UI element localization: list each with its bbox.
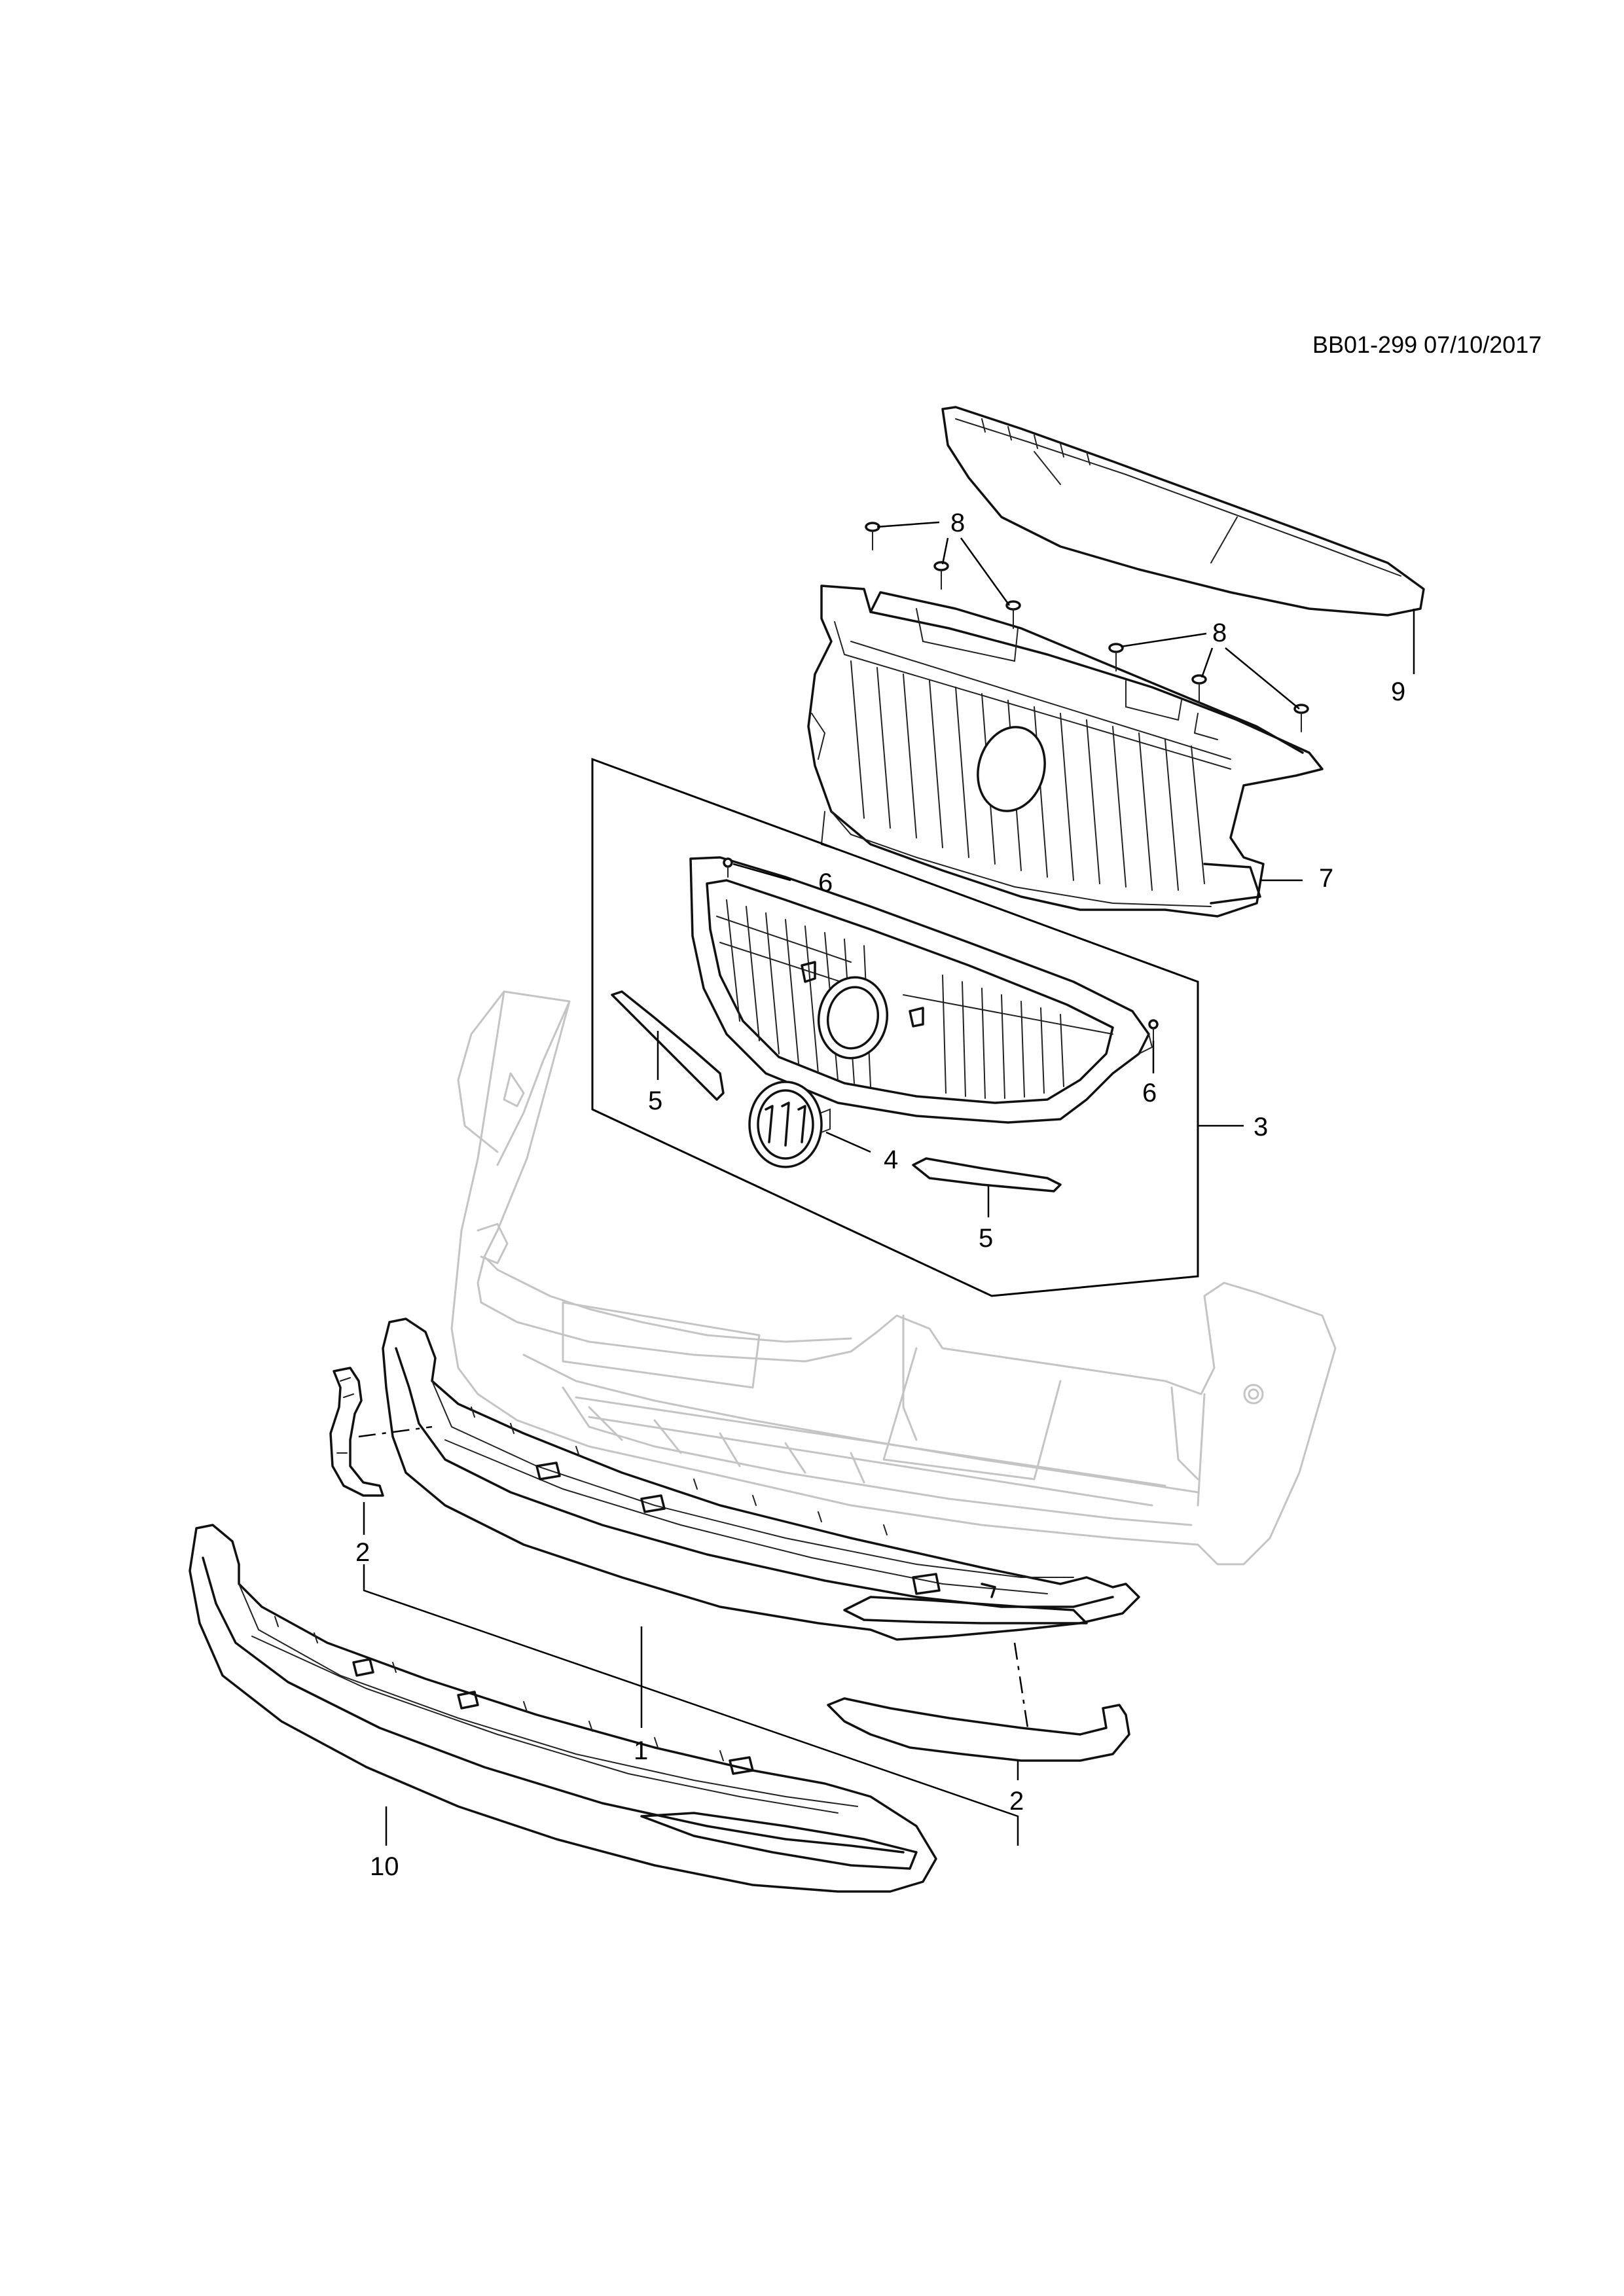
callout-8-lower: 8 bbox=[1212, 619, 1227, 647]
callout-6-right: 6 bbox=[1142, 1079, 1157, 1107]
fastener-clip bbox=[933, 561, 949, 590]
callout-9: 9 bbox=[1391, 677, 1405, 706]
fastener-clip bbox=[1108, 643, 1124, 672]
fastener-clip bbox=[1191, 674, 1207, 703]
callout-1: 1 bbox=[634, 1736, 648, 1765]
screw bbox=[1148, 1019, 1159, 1041]
callout-2-right: 2 bbox=[1009, 1787, 1024, 1816]
leader-2-span bbox=[363, 1564, 1019, 1846]
callout-5-right: 5 bbox=[979, 1224, 993, 1253]
part-2-left-bracket bbox=[329, 1367, 384, 1497]
leader-6a bbox=[732, 863, 791, 882]
part-8-fasteners bbox=[865, 522, 1309, 732]
part-4-emblem bbox=[748, 1081, 831, 1168]
kit-outline-box bbox=[591, 757, 1199, 1297]
part-3-front-grille bbox=[689, 856, 1153, 1124]
fastener-clip bbox=[865, 522, 880, 550]
alignment-line-left-bracket bbox=[358, 1426, 433, 1438]
fastener-clip bbox=[1293, 704, 1309, 732]
part-5-left-trim bbox=[611, 990, 725, 1101]
part-2-right-bracket bbox=[827, 1697, 1130, 1762]
bumper-fascia-ghost bbox=[450, 990, 1337, 1566]
callout-5-left: 5 bbox=[648, 1086, 662, 1115]
callout-10: 10 bbox=[370, 1852, 399, 1881]
part-9-upper-molding bbox=[941, 406, 1425, 617]
diagram-reference-code: BB01-299 07/10/2017 bbox=[1312, 331, 1542, 358]
callout-4: 4 bbox=[884, 1145, 898, 1174]
callout-7: 7 bbox=[1319, 864, 1333, 893]
leader-lines bbox=[363, 521, 1415, 1846]
alignment-line-right-bracket bbox=[1013, 1642, 1029, 1729]
leader-8b bbox=[1120, 632, 1300, 709]
alignment-lines bbox=[358, 1426, 1029, 1729]
fastener-clip bbox=[1005, 600, 1021, 629]
screw bbox=[723, 857, 733, 878]
callout-3: 3 bbox=[1254, 1113, 1268, 1141]
part-1-lower-panel bbox=[382, 1318, 1140, 1641]
callout-6-left: 6 bbox=[818, 869, 833, 897]
part-6-screws bbox=[723, 857, 1159, 1041]
callout-8-upper: 8 bbox=[950, 509, 965, 537]
callout-2-left: 2 bbox=[355, 1538, 370, 1567]
part-5-right-trim bbox=[912, 1157, 1062, 1193]
leader-4 bbox=[825, 1131, 871, 1153]
leader-8a bbox=[876, 521, 1011, 606]
callouts: 9 8 8 7 6 6 5 5 4 3 2 2 1 10 bbox=[355, 509, 1405, 1881]
part-10-lower-lip bbox=[189, 1524, 937, 1893]
part-7-grille-support bbox=[807, 584, 1324, 918]
